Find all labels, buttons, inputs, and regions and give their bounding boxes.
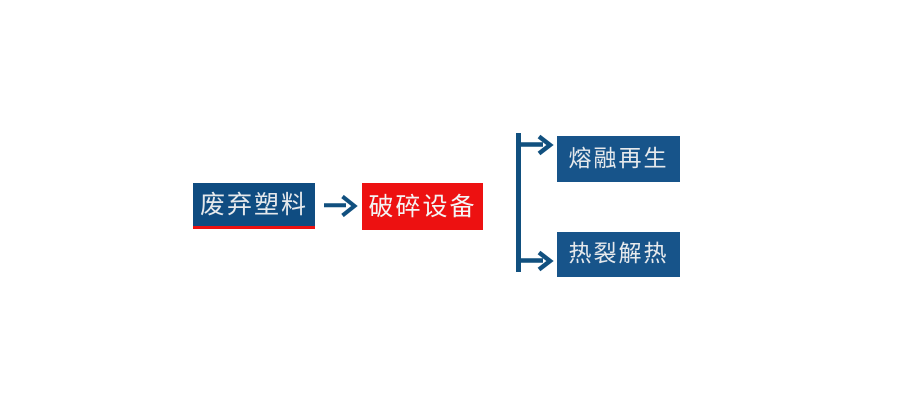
arrow-source-to-process [322, 192, 358, 220]
node-source[interactable]: 废弃塑料 [193, 183, 315, 229]
node-branch-top-label: 熔融再生 [568, 145, 669, 172]
node-source-label: 废弃塑料 [199, 190, 308, 219]
node-branch-top[interactable]: 熔融再生 [557, 136, 680, 182]
node-branch-bottom[interactable]: 热裂解热 [557, 232, 680, 277]
node-process[interactable]: 破碎设备 [362, 183, 483, 230]
arrow-right-icon [324, 194, 358, 218]
node-process-label: 破碎设备 [368, 192, 477, 221]
node-branch-bottom-label: 热裂解热 [568, 241, 669, 267]
split-bracket-icon [516, 133, 554, 272]
branch-connector [505, 128, 565, 280]
